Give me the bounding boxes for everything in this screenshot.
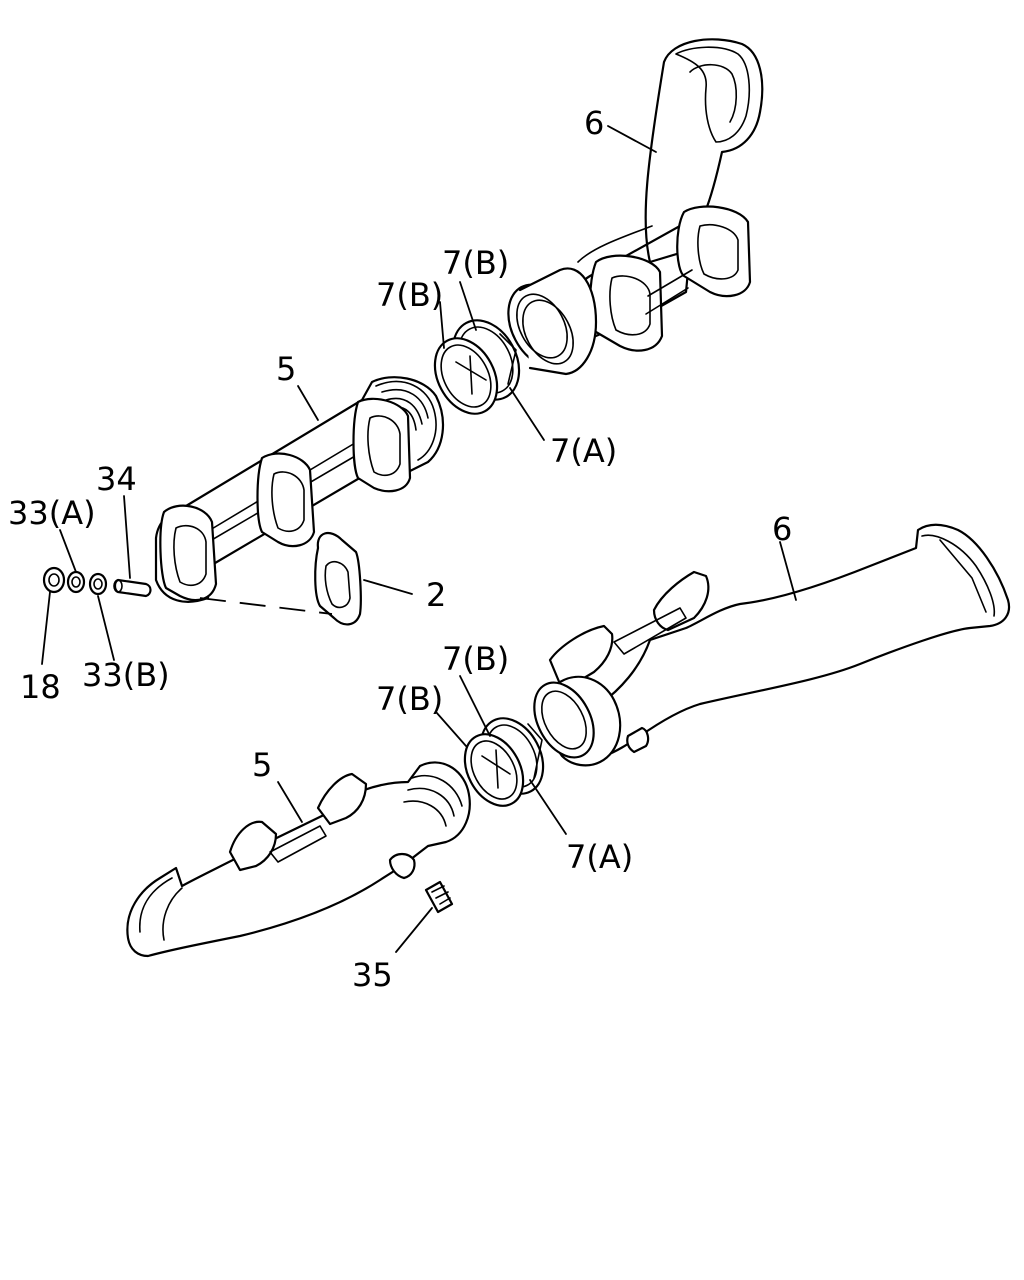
callout-33a: 33(A): [8, 494, 96, 532]
lower-front-manifold-part-5: [126, 761, 471, 958]
callout-34: 34: [96, 460, 137, 498]
callout-lower-5: 5: [252, 746, 272, 784]
washer-part-33a: [66, 570, 86, 594]
upper-rear-manifold-part-6: [507, 38, 764, 376]
collar-part-33b: [88, 572, 108, 596]
callout-2: 2: [426, 576, 446, 614]
lower-assembly: 6 7(B) 7(B) 5 7(A) 35: [126, 510, 1011, 994]
callout-lower-7a: 7(A): [566, 838, 633, 876]
callout-lower-7b-outer: 7(B): [442, 640, 509, 678]
gasket-part-2: [314, 531, 362, 626]
lower-leader-lines: [277, 541, 797, 953]
lower-seal-rings-part-7: [463, 717, 545, 807]
callout-upper-6: 6: [584, 104, 604, 142]
callout-lower-6: 6: [772, 510, 792, 548]
nut-part-18: [42, 566, 66, 594]
callout-lower-7b-inner: 7(B): [376, 680, 443, 718]
callout-35: 35: [352, 956, 393, 994]
spacer-part-34: [113, 578, 152, 598]
callout-upper-5: 5: [276, 350, 296, 388]
callout-18: 18: [20, 668, 61, 706]
fastener-set: [42, 566, 152, 598]
upper-leader-lines: [41, 125, 657, 665]
stud-part-35: [424, 880, 454, 914]
callout-upper-7b-outer: 7(B): [442, 244, 509, 282]
lower-rear-manifold-part-6: [533, 523, 1011, 767]
upper-assembly: 6 7(B) 7(B) 5 7(A) 34 33(A) 2 18 33(B): [8, 38, 764, 706]
callout-upper-7a: 7(A): [550, 432, 617, 470]
callout-upper-7b-inner: 7(B): [376, 276, 443, 314]
upper-front-manifold-part-5: [154, 376, 444, 603]
gasket-alignment-line: [199, 597, 333, 615]
upper-seal-rings-part-7: [433, 319, 521, 415]
callout-33b: 33(B): [82, 656, 170, 694]
gasket-opening: [324, 560, 351, 609]
